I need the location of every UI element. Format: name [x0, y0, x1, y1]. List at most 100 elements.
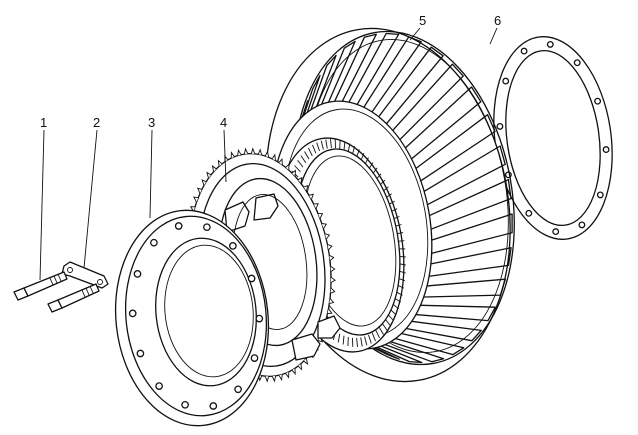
hub-tooth [271, 375, 277, 383]
gear-tooth [330, 139, 332, 149]
gear-tooth [371, 332, 376, 342]
hub-tooth [278, 374, 283, 382]
hub-tooth [329, 298, 335, 305]
flange-hole [229, 242, 237, 250]
flange-holes [128, 222, 264, 410]
hub-tooth [330, 265, 336, 272]
hub-tooth [196, 187, 203, 194]
callout-1: 1 [40, 115, 47, 130]
hub-tooth [264, 375, 270, 383]
hub-tooth [303, 184, 309, 192]
hub-tooth [324, 233, 331, 240]
hub-tooth [303, 358, 309, 365]
hub-tooth [297, 176, 303, 184]
flange-hole [128, 309, 137, 318]
hub-tooth [313, 203, 319, 209]
hub-tooth [193, 196, 199, 203]
gear-tooth [364, 336, 368, 346]
hub-tooth [206, 171, 212, 179]
hub-tooth [271, 153, 276, 161]
flange-hole [150, 238, 158, 247]
gear-tooth [381, 322, 388, 331]
hub-tooth [297, 363, 303, 371]
gear-tooth [325, 139, 328, 149]
bolt-shank [23, 271, 68, 297]
flange-hole [133, 270, 142, 278]
part-2-lock-plate [61, 261, 109, 289]
gear-tooth [378, 326, 384, 335]
gear-tooth [360, 337, 363, 347]
hub-tooth [327, 243, 333, 251]
flange-hole [250, 354, 259, 362]
bolt-shank [57, 283, 100, 309]
gasket-hole [546, 40, 554, 48]
flange-hole [247, 274, 256, 283]
hub-tooth [330, 276, 336, 283]
flange-hole [136, 349, 145, 358]
gasket-hole [552, 228, 560, 236]
gasket-hole [502, 77, 510, 85]
callouts: 1 2 3 4 5 6 [40, 13, 501, 130]
hub-lug [317, 315, 341, 339]
hub-tooth [291, 169, 297, 177]
gear-tooth [294, 165, 301, 173]
callout-5: 5 [419, 13, 426, 28]
gear-tooth [316, 142, 320, 152]
hub-tooth [243, 147, 249, 155]
hub-tooth [201, 179, 207, 186]
gear-tooth [375, 329, 381, 339]
gasket-hole [520, 47, 528, 55]
callout-4: 4 [220, 115, 227, 130]
flange-hole [234, 385, 242, 394]
gear-tooth [343, 141, 346, 151]
hub-tooth [308, 193, 314, 200]
gear-tooth [304, 151, 310, 160]
hub-lug [253, 193, 279, 221]
flange-hole [174, 222, 183, 230]
gear-tooth [347, 143, 351, 153]
callout-3: 3 [148, 115, 155, 130]
gasket-hole [496, 122, 504, 130]
gasket-hole [594, 97, 602, 105]
hub-tooth [330, 287, 336, 294]
hub-tooth [291, 368, 296, 376]
hub-tooth [327, 308, 333, 315]
hub-tooth [285, 371, 290, 379]
flange-hole [155, 382, 163, 390]
hub-tooth [217, 159, 223, 167]
gear-tooth [337, 333, 341, 343]
hub-tooth [211, 165, 217, 172]
gear-tooth [342, 335, 345, 345]
hub-tooth [250, 147, 256, 155]
gear-tooth [356, 337, 358, 347]
flange-hole [209, 402, 218, 410]
flange-hole [203, 223, 211, 232]
part-1-bolts [13, 271, 100, 313]
gear-tooth [297, 160, 304, 168]
callout-2: 2 [93, 115, 100, 130]
hub-lug [291, 333, 321, 361]
gear-tooth [300, 155, 307, 164]
flange-hole [255, 314, 264, 323]
gasket-holes [496, 40, 610, 236]
leader-lines [39, 27, 498, 281]
flange-hole [181, 400, 189, 409]
callout-6: 6 [494, 13, 501, 28]
hub-tooth [278, 157, 283, 165]
hub-tooth [321, 223, 328, 229]
gasket-hole [525, 209, 533, 217]
part-6-gasket [493, 36, 613, 240]
hub-tooth [264, 150, 270, 158]
gasket-hole [578, 221, 586, 229]
hub-tooth [237, 148, 242, 156]
part-3-flange-ring [114, 209, 270, 427]
gasket-hole [573, 59, 581, 67]
gear-tooth [312, 144, 317, 154]
hub-tooth [230, 151, 235, 159]
hub-tooth [285, 163, 290, 171]
hub-tooth [329, 254, 335, 262]
gasket-hole [596, 191, 604, 199]
hub-tooth [318, 213, 324, 219]
